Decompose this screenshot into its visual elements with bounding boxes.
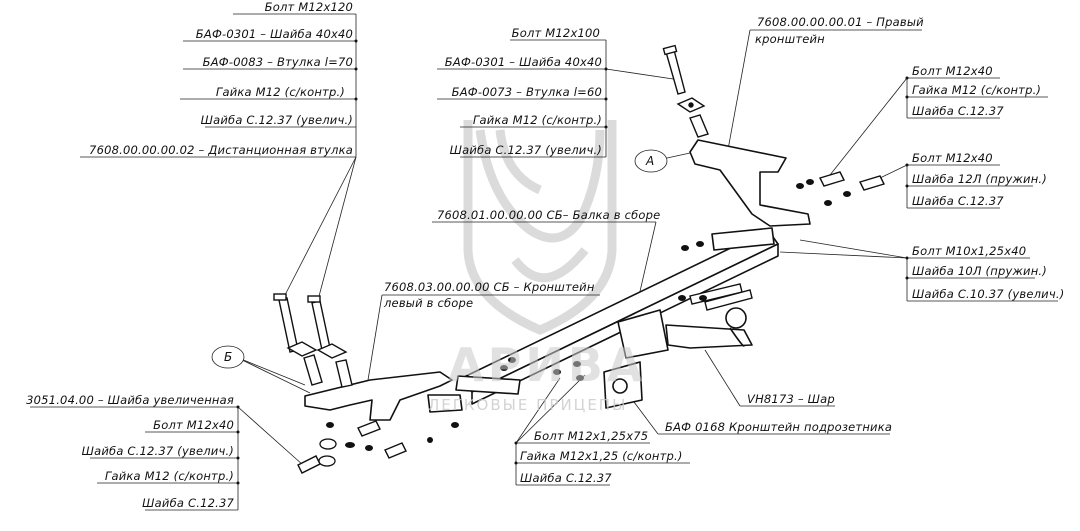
callout-label: кронштейн — [755, 32, 825, 46]
callout-label: Болт М12х100 — [511, 26, 600, 40]
callout-ball: VH8173 – Шар — [747, 392, 835, 406]
watermark-logo — [463, 120, 617, 335]
callout-label: Шайба С.12.37 (увелич.) — [200, 113, 353, 127]
callout-label: Гайка М12 (с/контр.) — [912, 83, 1042, 97]
callout-label: Гайка М12 (с/контр.) — [472, 113, 602, 127]
callout-label: Болт М12х40 — [912, 64, 993, 78]
nuts-washers — [326, 179, 851, 451]
marker-b-circle — [211, 345, 245, 369]
watermark-tagline: ЛЕГКОВЫЕ ПРИЦЕПЫ — [428, 396, 628, 414]
marker-a: А — [646, 154, 655, 168]
callout-label: 7608.03.00.00.00 СБ – Кронштейн — [384, 280, 595, 294]
callout-label: БАФ-0301 – Шайба 40х40 — [444, 55, 602, 69]
callout-label: Гайка М12х1,25 (с/контр.) — [520, 449, 683, 463]
callout-label: БАФ-0073 – Втулка l=60 — [451, 85, 602, 99]
leader-lines — [30, 13, 1058, 511]
callout-label: Шайба С.12.37 — [912, 104, 1004, 118]
callout-label: 3051.04.00 – Шайба увеличенная — [26, 393, 234, 407]
callout-label: Шайба С.12.37 (увелич.) — [449, 143, 602, 157]
callout-label: Шайба С.12.37 — [142, 496, 234, 510]
callout-label: Болт М10х1,25х40 — [912, 244, 1027, 258]
marker-a-circle — [634, 149, 668, 173]
callout-label: Болт М12х40 — [153, 418, 234, 432]
callout-label: БАФ-0301 – Шайба 40х40 — [195, 27, 353, 41]
junction-dots — [236, 39, 909, 485]
marker-b: Б — [224, 350, 233, 364]
callout-label: 7608.00.00.00.01 – Правый — [757, 15, 924, 29]
callout-label: левый в сборе — [384, 296, 474, 310]
watermark-brand: АРИВА — [448, 338, 647, 392]
callout-label: Гайка М12 (с/контр.) — [104, 469, 234, 483]
callout-label: Шайба С.12.37 — [912, 194, 1004, 208]
ball-mount — [603, 307, 753, 409]
left-bracket — [304, 371, 463, 421]
callout-label: Шайба С.12.37 (увелич.) — [81, 444, 234, 458]
washers — [318, 438, 337, 467]
callout-beam: 7608.01.00.00.00 СБ– Балка в сборе — [437, 208, 661, 222]
callout-label: БАФ-0083 – Втулка l=70 — [202, 55, 353, 69]
callout-label: Болт М12х40 — [912, 151, 993, 165]
callout-label: Шайба С.10.37 (увелич.) — [912, 287, 1065, 301]
callout-label: 7608.00.00.00.02 – Дистанционная втулка — [89, 143, 353, 157]
callout-label: Шайба 12Л (пружин.) — [912, 172, 1047, 186]
callout-label: Болт М12х1,25х75 — [534, 429, 649, 443]
callout-socket-bracket: БАФ 0168 Кронштейн подрозетника — [665, 420, 893, 434]
callout-label: Гайка М12 (с/контр.) — [215, 85, 345, 99]
callout-label: Шайба С.12.37 — [520, 471, 612, 485]
callout-label: Шайба 10Л (пружин.) — [912, 264, 1047, 278]
right-bracket — [689, 139, 811, 227]
callout-label: Болт М12х120 — [264, 0, 353, 14]
